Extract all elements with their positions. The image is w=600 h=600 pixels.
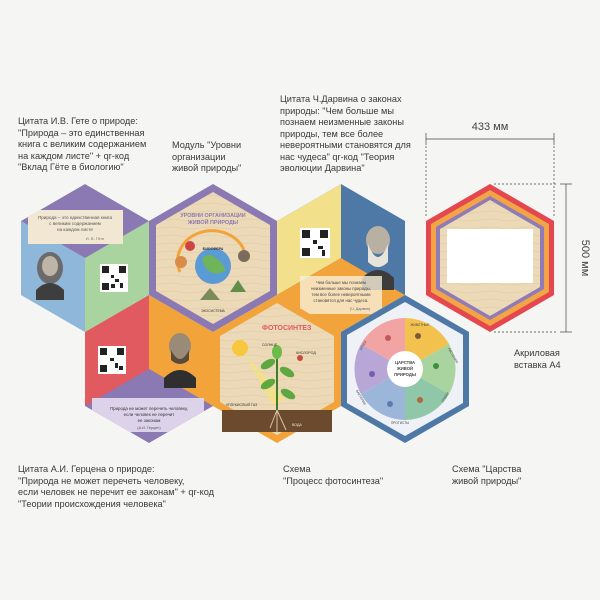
dimension-height-label: 500 мм bbox=[579, 240, 591, 277]
sector-archaea: АРХЕИ bbox=[359, 339, 368, 351]
hex-acrylic-frame bbox=[426, 184, 554, 332]
hex-photosynthesis bbox=[213, 295, 341, 443]
bacteria-icon bbox=[369, 371, 375, 377]
dimension-width bbox=[425, 133, 555, 216]
dimension-width-label: 433 мм bbox=[472, 121, 509, 133]
dimension-height bbox=[494, 183, 572, 333]
hex-levels bbox=[149, 184, 277, 332]
levels-center-label: БИОСФЕРА bbox=[203, 247, 224, 251]
caption-herzen: Цитата А.И. Герцена о природе: "Природа … bbox=[18, 464, 214, 509]
sector-animals: ЖИВОТНЫЕ bbox=[411, 323, 430, 327]
darwin-quote-line-2: неизменные законы природы, bbox=[311, 286, 371, 291]
herzen-quote-line-1: Природа не может перечеть человеку, bbox=[110, 406, 188, 411]
photo-title: ФОТОСИНТЕЗ bbox=[262, 325, 312, 332]
organ-icon bbox=[185, 241, 195, 251]
animal-icon bbox=[238, 250, 250, 262]
kingdoms-center-line-1: ЦАРСТВА bbox=[395, 360, 415, 365]
caption-darwin: Цитата Ч.Дарвина о законах природы: "Чем… bbox=[280, 94, 411, 173]
herzen-portrait bbox=[164, 333, 196, 388]
goethe-quote-line-3: на каждом листе bbox=[57, 227, 93, 232]
sector-protists: ПРОТИСТЫ bbox=[391, 421, 409, 425]
plant-icon bbox=[433, 363, 439, 369]
goethe-quote-line-2: с великим содержанием bbox=[49, 221, 101, 226]
darwin-quote-line-3: тем все более невероятными bbox=[312, 292, 372, 297]
caption-photosynthesis: Схема "Процесс фотосинтеза" bbox=[283, 464, 384, 486]
kingdoms-center-circle bbox=[387, 351, 423, 387]
caption-acrylic: Акриловая вставка А4 bbox=[514, 348, 561, 370]
sector-fungi: ГРИБЫ bbox=[441, 392, 450, 404]
caption-levels: Модуль "Уровни организации живой природы… bbox=[172, 140, 242, 173]
hex-kingdoms bbox=[341, 295, 469, 443]
goethe-author: И. В. Гёте bbox=[86, 236, 105, 241]
kingdoms-center-line-3: ПРИРОДЫ bbox=[394, 372, 416, 377]
goethe-quote-line-1: Природа – это единственная книга bbox=[38, 215, 113, 220]
photo-label-water: ВОДА bbox=[292, 423, 302, 427]
qr-code-goethe bbox=[100, 264, 128, 292]
tree-icon bbox=[230, 280, 246, 292]
hex-goethe bbox=[21, 184, 149, 332]
caption-kingdoms: Схема "Царства живой природы" bbox=[452, 464, 522, 486]
herzen-author: (А.И. Герцен) bbox=[137, 426, 161, 430]
goethe-portrait bbox=[36, 252, 64, 300]
caption-goethe: Цитата И.В. Гете о природе: "Природа – э… bbox=[18, 116, 147, 172]
oxygen-icon bbox=[297, 355, 303, 361]
photo-label-co2: УГЛЕКИСЛЫЙ ГАЗ bbox=[226, 403, 257, 407]
levels-title-line-1: УРОВНИ ОРГАНИЗАЦИИ bbox=[180, 213, 245, 219]
protist-icon bbox=[387, 401, 393, 407]
levels-bottom-label: ЭКОСИСТЕМА bbox=[201, 309, 225, 313]
qr-code-herzen bbox=[98, 346, 126, 374]
darwin-quote-line-1: Чем больше мы познаем bbox=[316, 280, 366, 285]
herzen-quote-line-2: если человек не перечит bbox=[124, 412, 175, 417]
qr-code-darwin bbox=[300, 228, 330, 258]
hex-herzen bbox=[85, 295, 213, 443]
animal-icon bbox=[415, 333, 421, 339]
mountain-icon bbox=[200, 288, 220, 300]
kingdoms-center-line-2: ЖИВОЙ bbox=[396, 366, 413, 371]
levels-title-line-2: ЖИВОЙ ПРИРОДЫ bbox=[187, 218, 238, 226]
photo-label-oxygen: КИСЛОРОД bbox=[296, 351, 316, 355]
herzen-quote-line-3: ее законам bbox=[138, 418, 161, 423]
darwin-quote-line-4: становятся для нас чудеса. bbox=[314, 298, 369, 303]
darwin-author: (Ч. Дарвин) bbox=[350, 307, 371, 311]
sun-icon bbox=[232, 340, 248, 356]
photo-label-sun: СОЛНЦЕ bbox=[262, 343, 278, 347]
mushroom-icon bbox=[417, 397, 423, 403]
cell-icon bbox=[175, 256, 187, 268]
archaea-icon bbox=[385, 335, 391, 341]
acrylic-a4-insert bbox=[447, 229, 533, 283]
